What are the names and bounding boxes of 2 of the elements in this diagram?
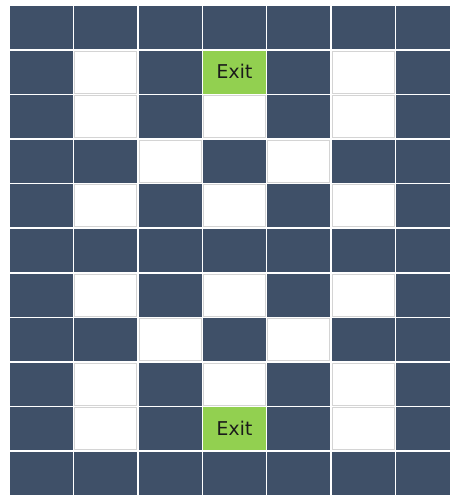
exit-tile: Exit [202,407,266,450]
exit-tile: Exit [202,50,266,94]
